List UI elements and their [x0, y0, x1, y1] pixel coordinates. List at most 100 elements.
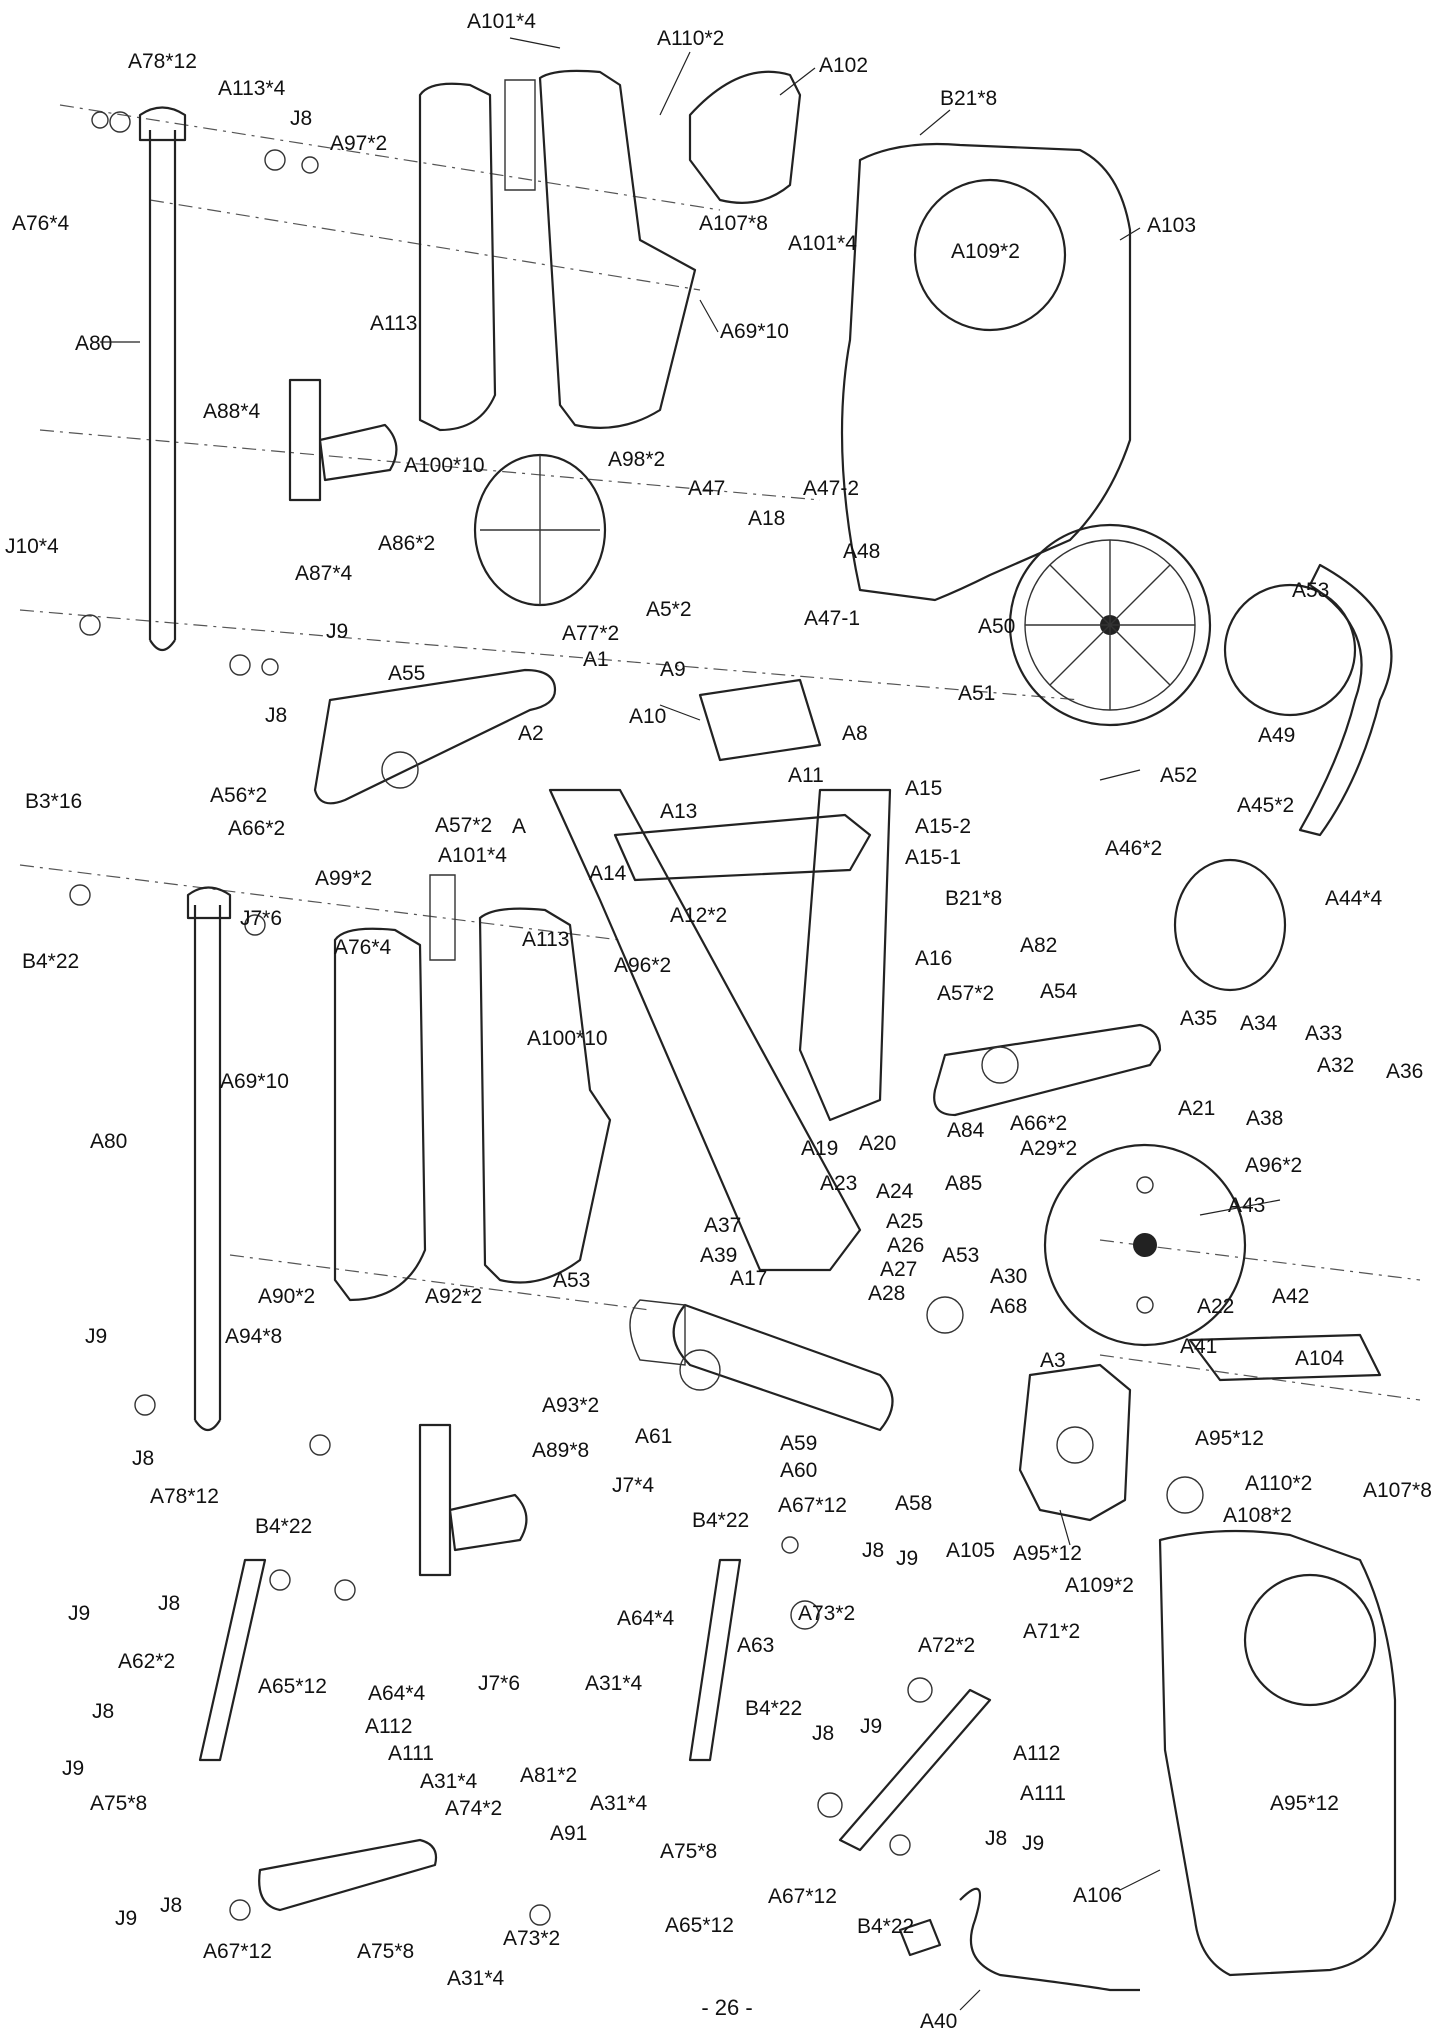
label-A82: A82 — [1020, 934, 1057, 957]
label-A51: A51 — [958, 682, 995, 705]
label-A78-12b: A78*12 — [150, 1485, 219, 1508]
label-A96-2b: A96*2 — [1245, 1154, 1302, 1177]
label-A22: A22 — [1197, 1295, 1234, 1318]
label-A40: A40 — [920, 2010, 957, 2033]
label-A31-4: A31*4 — [585, 1672, 643, 1695]
label-J9d: J9 — [68, 1602, 90, 1625]
label-A106: A106 — [1073, 1884, 1122, 1907]
label-A96-2: A96*2 — [614, 954, 671, 977]
label-A75-8b: A75*8 — [660, 1840, 717, 1863]
label-A31-4c: A31*4 — [590, 1792, 648, 1815]
label-A56-2: A56*2 — [210, 784, 267, 807]
label-A53b: A53 — [942, 1244, 979, 1267]
centerline — [59, 104, 721, 211]
label-A9: A9 — [660, 658, 686, 681]
label-A60: A60 — [780, 1459, 817, 1482]
cover-window — [913, 178, 1067, 332]
label-A59: A59 — [780, 1432, 817, 1455]
rear-top-plate — [1188, 1333, 1382, 1382]
label-A65-12b: A65*12 — [665, 1914, 734, 1937]
lower-cover-window — [1243, 1573, 1377, 1707]
label-A50: A50 — [978, 615, 1015, 638]
label-A10: A10 — [629, 705, 666, 728]
label-A19: A19 — [801, 1137, 838, 1160]
label-A18: A18 — [748, 507, 785, 530]
label-A38: A38 — [1246, 1107, 1283, 1130]
label-J9g: J9 — [1022, 1832, 1044, 1855]
label-A15-2: A15-2 — [915, 815, 971, 838]
leader-line — [1059, 1509, 1071, 1546]
label-A5-2: A5*2 — [646, 598, 692, 621]
label-A55: A55 — [388, 662, 425, 685]
label-A29-2: A29*2 — [1020, 1137, 1077, 1160]
centerline — [19, 864, 621, 941]
lower-motor-actuator — [418, 1423, 528, 1577]
right-side-cover-lower — [1158, 1529, 1397, 1977]
label-A76-4b: A76*4 — [334, 936, 392, 959]
centerline — [149, 199, 701, 291]
leader-line — [779, 67, 816, 96]
upper-link-arm — [313, 668, 557, 805]
label-A102: A102 — [819, 54, 868, 77]
label-A67-12: A67*12 — [778, 1494, 847, 1517]
leader-line — [1099, 769, 1141, 781]
label-A24: A24 — [876, 1180, 914, 1203]
label-A25: A25 — [886, 1210, 923, 1233]
lower-left-shroud-outer — [478, 907, 612, 1284]
label-B4-22e: B4*22 — [857, 1915, 914, 1938]
label-A113: A113 — [370, 312, 418, 335]
lower-handlebar-post — [186, 886, 232, 1432]
label-A101-4: A101*4 — [467, 10, 536, 33]
label-J9c: J9 — [896, 1547, 918, 1570]
label-A58: A58 — [895, 1492, 932, 1515]
drive-belt — [1298, 563, 1393, 837]
label-A14: A14 — [589, 862, 627, 885]
right-side-cover-upper — [840, 142, 1132, 602]
label-A72-2: A72*2 — [918, 1634, 975, 1657]
label-A74-2: A74*2 — [445, 1797, 502, 1820]
shroud-handle-slot — [504, 79, 536, 191]
label-J8h: J8 — [985, 1827, 1007, 1850]
label-A68: A68 — [990, 1295, 1027, 1318]
main-frame-tube — [548, 788, 862, 1272]
label-A95-12c: A95*12 — [1270, 1792, 1339, 1815]
base-tube — [672, 1303, 894, 1432]
label-J8c: J8 — [132, 1447, 154, 1470]
label-A110-2b: A110*2 — [1245, 1472, 1312, 1495]
label-A112b: A112 — [1013, 1742, 1061, 1765]
label-A81-2: A81*2 — [520, 1764, 577, 1787]
label-A27: A27 — [880, 1258, 917, 1281]
page-number: - 26 - — [701, 1995, 753, 2020]
label-B4-22c: B4*22 — [692, 1509, 749, 1532]
label-A34: A34 — [1240, 1012, 1278, 1035]
upper-left-shroud-outer — [538, 69, 697, 429]
centerline — [1099, 1239, 1421, 1281]
power-plug — [898, 1918, 942, 1957]
flywheel-spokes — [1025, 540, 1195, 710]
label-A57-2b: A57*2 — [937, 982, 994, 1005]
label-A21: A21 — [1178, 1097, 1215, 1120]
middle-pedal-arm — [688, 1558, 742, 1762]
label-A2: A2 — [518, 722, 544, 745]
lower-front-bracket — [1018, 1363, 1132, 1522]
label-A77-2: A77*2 — [562, 622, 619, 645]
label-A71-2: A71*2 — [1023, 1620, 1080, 1643]
label-A105: A105 — [946, 1539, 995, 1562]
label-A66-2: A66*2 — [228, 817, 285, 840]
label-A109-2: A109*2 — [951, 240, 1020, 263]
link-arm-bushing — [381, 751, 419, 789]
label-A13: A13 — [660, 800, 697, 823]
leader-line — [659, 51, 691, 116]
label-A84: A84 — [947, 1119, 985, 1142]
leader-line — [1119, 227, 1141, 241]
label-A111: A111 — [388, 1742, 434, 1765]
leader-line — [919, 109, 951, 136]
drive-pulley-hole — [1136, 1296, 1154, 1314]
label-A42: A42 — [1272, 1285, 1309, 1308]
label-B3-16: B3*16 — [25, 790, 82, 813]
idler-disk — [1173, 858, 1287, 992]
leader-line — [659, 704, 701, 721]
upper-handlebar-post — [138, 106, 187, 652]
